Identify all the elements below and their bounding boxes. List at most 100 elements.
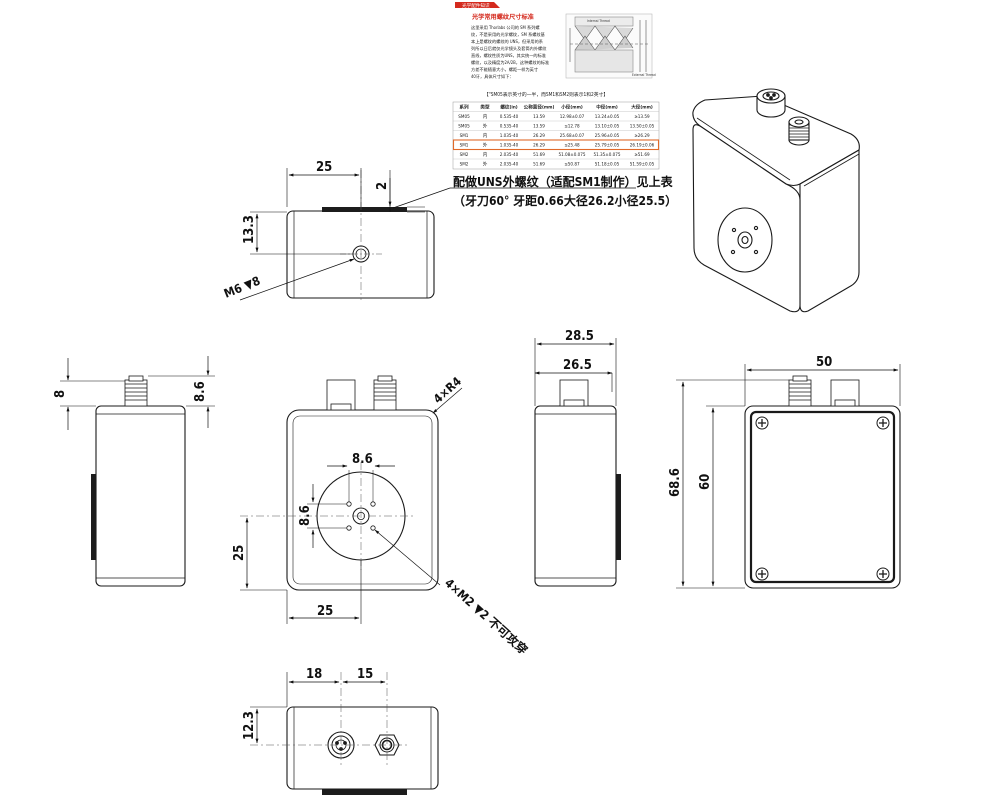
table-header-cell: 类型: [480, 103, 490, 110]
table-cell: 25.96±0.05: [595, 133, 620, 139]
figure-label-bottom: External Thread: [632, 73, 656, 77]
table-header-cell: 系列: [459, 103, 469, 110]
table-cell: 13.59: [533, 123, 545, 129]
table-cell: 13.24±0.05: [595, 114, 620, 120]
table-cell: 0.535-40: [500, 123, 519, 129]
right-connector: [559, 379, 589, 407]
table-cell: 1.035-40: [500, 133, 519, 139]
table-cell: 外: [483, 122, 488, 129]
table-cell: 2.035-40: [500, 161, 519, 167]
right-side-view: 28.5 26.5: [534, 329, 621, 587]
table-header-cell: 大径(mm): [631, 103, 653, 110]
m2-note: 4×M2 ▼2 不可攻穿: [442, 575, 531, 657]
banner-tag: [455, 2, 500, 8]
table-header-cell: 中径(mm): [596, 103, 618, 110]
paragraph-line: 40牙，具体尺寸如下：: [471, 73, 513, 80]
dim-bottom-15: 15: [357, 667, 373, 682]
dim-side-8: 8: [53, 390, 68, 398]
paragraph-line: 方差不能随意大小，螺距一样为英寸: [471, 66, 538, 73]
table-cell: SM05: [458, 123, 470, 129]
dim-top-width: 25: [316, 160, 332, 175]
isometric-view: [692, 88, 860, 313]
dim-center-x: 25: [317, 604, 333, 619]
table-cell: SM05: [458, 114, 470, 120]
table-cell: 51.08±0.075: [558, 152, 585, 158]
dim-bottom-12-3: 12.3: [242, 711, 257, 740]
front-view: 8.6 8.6 25 25 4×R4 4×M2 ▼2 不可攻穿: [232, 374, 531, 657]
table-cell: ≤12.78: [564, 123, 580, 129]
left-side-view: 8 8.6: [53, 356, 215, 587]
table-cell: 2.035-40: [500, 152, 519, 158]
panel-title: 光学常用螺纹尺寸标准: [471, 13, 535, 21]
table-cell: 内: [483, 151, 488, 158]
dim-right-28-5: 28.5: [565, 329, 594, 344]
table-cell: 51.59±0.05: [630, 161, 655, 167]
dim-back-60: 60: [698, 474, 713, 490]
thread-table: 系列类型螺纹(in)公称直径(mm)小径(mm)中径(mm)大径(mm)SM05…: [452, 101, 660, 170]
top-view: 25 2 配做UNS外螺纹（适配SM1制作）见上表 （牙刀60° 牙距0.66大…: [222, 160, 677, 301]
right-thread-band: [616, 474, 621, 560]
paragraph-line: 这里采用 Thorlabs 公司的 SM 系列螺: [471, 24, 540, 31]
thread-standard-panel: 光学配件知识 光学常用螺纹尺寸标准 这里采用 Thorlabs 公司的 SM 系…: [452, 2, 660, 170]
table-header-cell: 公称直径(mm): [524, 103, 555, 110]
table-cell: SM1: [460, 133, 469, 139]
table-cell: 51.35±0.075: [593, 152, 620, 158]
table-cell: 内: [483, 132, 488, 139]
front-connector-sma: [373, 375, 397, 411]
table-cell: SM1: [460, 142, 469, 148]
banner-text: 光学配件知识: [462, 2, 490, 9]
table-cell: 13.50±0.05: [630, 123, 655, 129]
table-cell: ≤50.87: [564, 161, 580, 167]
cutter-note: （牙刀60° 牙距0.66大径26.2小径25.5）: [453, 193, 677, 208]
dim-back-68-6: 68.6: [668, 468, 683, 497]
table-cell: 外: [483, 160, 488, 167]
left-view-body: [95, 405, 186, 587]
right-view-body: [534, 405, 617, 587]
table-cell: 51.69: [533, 161, 545, 167]
figure-label-top: Internal Thread: [587, 19, 610, 23]
back-view-body: [744, 405, 901, 589]
m2-hole: [346, 501, 352, 507]
table-cell: 26.29: [533, 142, 545, 148]
table-cell: 1.035-40: [500, 142, 519, 148]
table-cell: 25.68±0.07: [560, 133, 585, 139]
uns-thread-note: 配做UNS外螺纹（适配SM1制作）见上表: [453, 174, 674, 189]
dim-hole-height: 13.3: [242, 215, 257, 244]
bottom-thread-band: [322, 789, 407, 795]
back-connector-round: [830, 379, 860, 407]
back-connector-sma: [788, 375, 812, 407]
dim-right-26-5: 26.5: [563, 358, 592, 373]
table-cell: 25.79±0.05: [595, 142, 620, 148]
dim-hole-spacing-h: 8.6: [352, 452, 373, 467]
m2-hole: [370, 525, 376, 531]
highlight-row-box: [452, 139, 660, 151]
paragraph-line: 直线，螺纹性质为UNS，其实统一的标准: [471, 52, 546, 59]
left-thread-band: [91, 474, 96, 560]
paragraph-line: 纹，不是采用的光学螺纹，SM 系螺纹基: [471, 31, 546, 38]
bottom-view: 18 15 12.3: [242, 667, 439, 795]
table-header-cell: 螺纹(in): [500, 103, 517, 110]
external-thread-band: [322, 207, 407, 212]
table-cell: 13.10±0.05: [595, 123, 620, 129]
left-connector: [124, 375, 148, 407]
front-connector-round: [326, 379, 356, 411]
table-cell: 外: [483, 141, 488, 148]
table-cell: 26.29: [533, 133, 545, 139]
cover-screws: [755, 416, 890, 581]
table-cell: SM2: [460, 152, 469, 158]
dim-center-y: 25: [232, 545, 247, 561]
table-cell: 内: [483, 113, 488, 120]
thread-profile-figure: [565, 13, 653, 79]
table-caption: 【"SM05表示英寸的一半，而SM1和SM2则表示1和2英寸】: [484, 91, 608, 98]
dim-hole-spacing-v: 8.6: [298, 505, 313, 526]
iso-connector-sma: [788, 116, 810, 146]
dim-side-8-6: 8.6: [193, 381, 208, 402]
paragraph-line: 列所以日后就仅光学镜头及套筒内外螺纹: [471, 45, 547, 52]
box-right-face: [799, 149, 860, 313]
table-cell: ≥51.69: [634, 152, 650, 158]
panel-paragraph: 这里采用 Thorlabs 公司的 SM 系列螺 纹，不是采用的光学螺纹，SM …: [471, 24, 549, 80]
back-cover: [749, 410, 896, 584]
table-cell: 12.98±0.07: [560, 114, 585, 120]
